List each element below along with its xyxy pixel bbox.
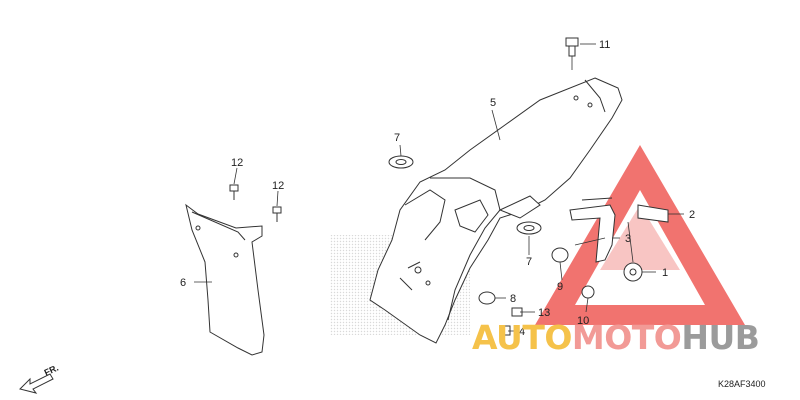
watermark-triangle xyxy=(535,145,745,325)
callout-12a: 12 xyxy=(231,157,243,169)
callout-9: 9 xyxy=(557,281,563,293)
bracket-part xyxy=(569,197,616,263)
nut-9 xyxy=(551,247,569,263)
grommet-7b xyxy=(516,221,542,235)
callout-11: 11 xyxy=(599,39,610,51)
callout-7b: 7 xyxy=(526,256,532,268)
direction-label: FR. xyxy=(43,363,60,378)
callout-7a: 7 xyxy=(394,132,400,144)
callout-4: 4 xyxy=(519,326,525,338)
callout-12b: 12 xyxy=(272,180,284,192)
diagram-code: K28AF3400 xyxy=(718,379,766,389)
callout-2: 2 xyxy=(689,209,695,221)
bolt-12b xyxy=(272,206,282,222)
watermark-auto: AUTO xyxy=(472,318,572,357)
callout-13: 13 xyxy=(538,307,550,319)
cushion-part xyxy=(623,262,643,282)
grommet-7a xyxy=(388,155,414,169)
callout-5: 5 xyxy=(490,97,496,109)
grommet-8 xyxy=(478,291,496,305)
plate-part xyxy=(637,204,669,223)
watermark-moto: MOTO xyxy=(571,318,682,357)
rear-fender-part xyxy=(369,77,623,344)
callout-10: 10 xyxy=(577,315,589,327)
callouts: 1 2 3 4 5 6 7 7 8 9 10 11 12 12 13 xyxy=(180,39,695,338)
nut-10 xyxy=(581,285,595,299)
side-cover-part xyxy=(185,203,265,356)
bolt-11 xyxy=(565,37,579,57)
callout-8: 8 xyxy=(510,293,516,305)
watermark-logo: AUTOMOTOHUB xyxy=(472,318,800,358)
callout-3: 3 xyxy=(625,233,631,245)
watermark-hub: HUB xyxy=(681,318,760,357)
callout-1: 1 xyxy=(662,267,668,279)
callout-6: 6 xyxy=(180,277,186,289)
leader-lines xyxy=(194,43,684,332)
bolt-4 xyxy=(499,325,511,336)
front-direction-arrow: FR. xyxy=(19,363,60,394)
bolt-12a xyxy=(229,184,239,200)
